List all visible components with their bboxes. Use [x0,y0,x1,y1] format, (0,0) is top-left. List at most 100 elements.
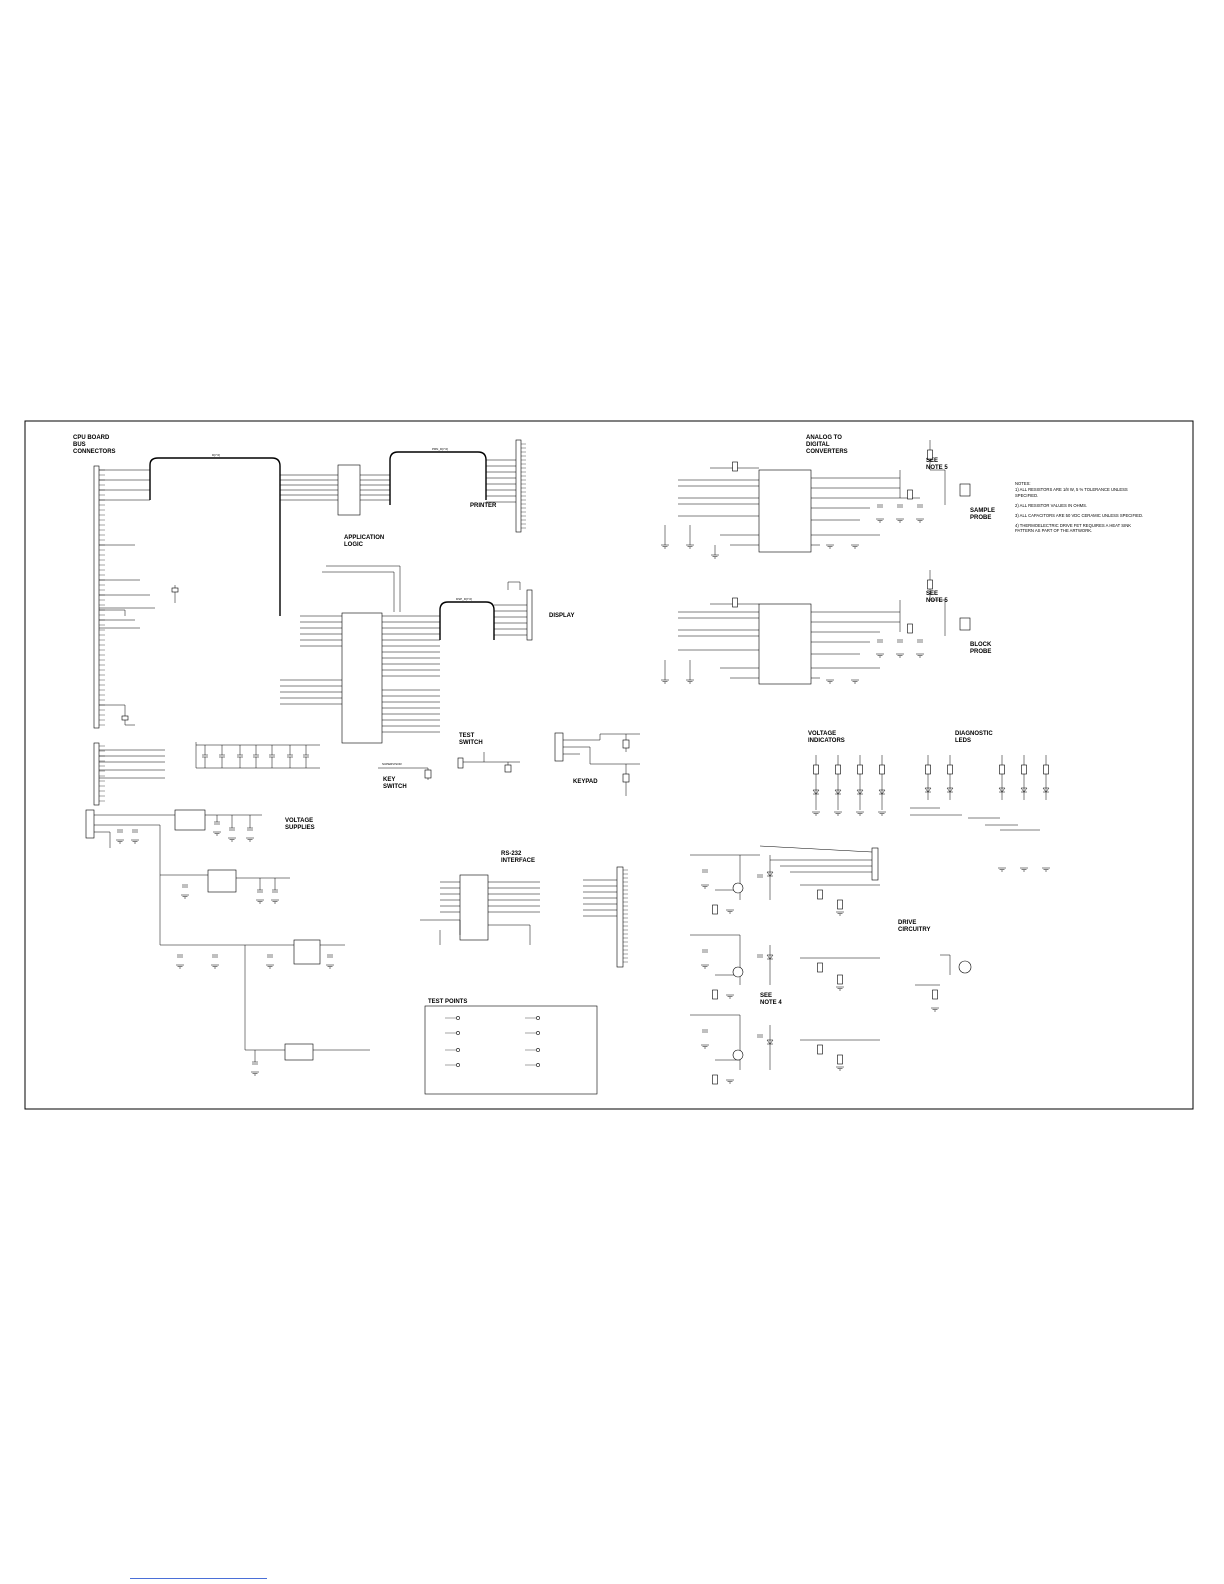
bus-dsp-label: DSP_D[7:0] [456,597,472,601]
led-symbol [924,787,932,793]
connector-printer [515,439,522,533]
ground-symbol [181,894,189,899]
resistor [927,579,933,590]
bus-prn-d [389,451,487,505]
note-line-3: 2) ALL RESISTOR VALUES IN OHMS. [1015,503,1087,508]
sample-probe-connector [959,483,971,497]
test-points: TEST POINTS [424,999,598,1095]
connector-serial [616,866,624,968]
ground-symbol [916,518,924,523]
note-line-6: PATTERN AS PART OF THE ARTWORK. [1015,528,1092,533]
ground-symbol [266,964,274,969]
ground-symbol [686,544,694,549]
ground-symbol [246,837,254,842]
power-connector [85,809,95,839]
resistor [947,764,953,775]
resistor [817,889,823,900]
printer-heading: PRINTER [470,503,497,509]
decoupling-capacitors [195,742,320,769]
ground-symbol [836,911,844,916]
resistor [907,489,913,500]
ground-symbol [701,884,709,889]
resistor [1043,764,1049,775]
led-symbol [1042,787,1050,793]
connector-display [526,589,533,641]
bus-dsp-d [439,601,495,640]
display-connector: DSP_D[7:0] DISPLAY [439,581,574,641]
ground-symbol [176,964,184,969]
ground-symbol [856,811,864,816]
ic-adc-upper [758,469,812,553]
note-line-4: 3) ALL CAPACITORS ARE 50 VDC CERAMIC UNL… [1015,513,1143,518]
bus-d-label: D[7:0] [212,453,220,457]
ground-symbol [326,964,334,969]
printer-connector: PRINTER [470,439,526,533]
led-symbol [766,954,774,960]
mosfet [732,882,744,894]
ground-symbol [834,811,842,816]
resistor [857,764,863,775]
ground-symbol [726,909,734,914]
test-point [536,1048,540,1052]
test-point [456,1031,460,1035]
ground-symbol [701,964,709,969]
ground-symbol [116,839,124,844]
note-line-5: 4) THERMOELECTRIC DRIVE FET REQUIRES A H… [1015,523,1131,528]
resistor [712,989,718,1000]
resistor [732,597,738,608]
footer-rule [130,1578,267,1579]
ground-symbol [876,653,884,658]
ic-u1-latch [337,464,361,516]
schematic-border [24,420,1194,1110]
test-point [536,1031,540,1035]
ground-symbol [726,994,734,999]
resistor [879,764,885,775]
test-point [456,1016,460,1020]
ic-max232 [459,874,489,941]
display-heading: DISPLAY [549,613,574,619]
ground-symbol [711,554,719,559]
ground-symbol [826,544,834,549]
ground-symbol [876,518,884,523]
ground-symbol [661,679,669,684]
ground-symbol [271,899,279,904]
ic-adc-lower [758,603,812,685]
test-points-heading: TEST POINTS [428,999,467,1005]
ground-symbol [228,837,236,842]
reference-u10 [284,1043,314,1061]
test-point [456,1063,460,1067]
keypad: KEYPAD [554,732,640,796]
ground-symbol [998,867,1006,872]
ground-symbol [851,544,859,549]
led-symbol [878,789,886,795]
connector-keypad [554,732,564,762]
block-probe-connector [959,617,971,631]
resistor [837,899,843,910]
resistor [817,1044,823,1055]
resistor [1021,764,1027,775]
test-point [536,1063,540,1067]
drive-connector [871,847,879,881]
ground-symbol [213,831,221,836]
ground-symbol [686,679,694,684]
ground-symbol [836,1066,844,1071]
connector-j1 [93,465,100,729]
ground-symbol [701,1044,709,1049]
resistor [907,623,913,634]
ground-symbol [661,544,669,549]
